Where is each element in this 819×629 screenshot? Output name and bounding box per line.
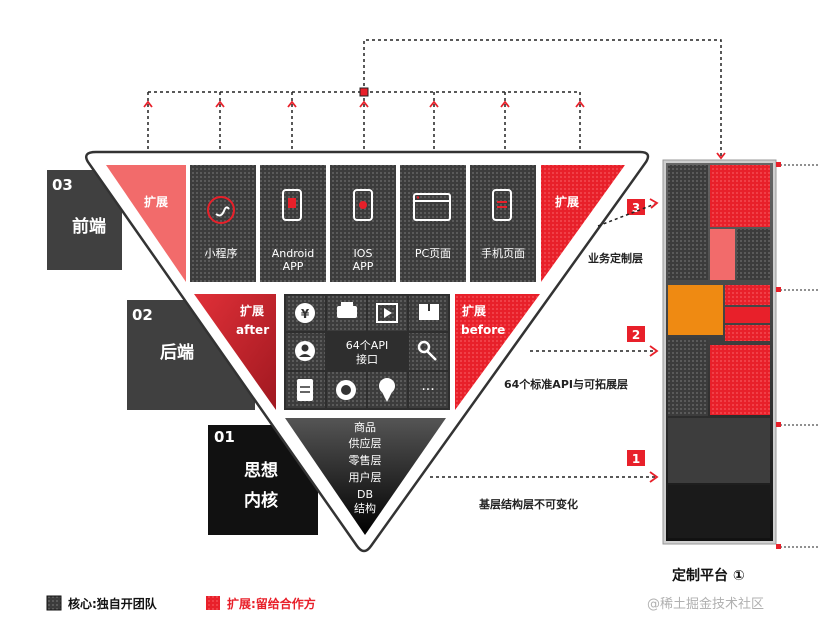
layer-back-title: 后端 [160,342,194,363]
front-extend-right [541,165,625,282]
annotation-3: 3 业务定制层 [588,198,659,265]
android-phone-icon-dot [288,198,296,208]
up-arrows [143,100,726,160]
layer-core-num: 01 [214,428,235,446]
front-tiles: 扩展 小程序 Android APP IOS APP PC页面 手机页面 扩展 [106,165,625,282]
annotation-3-text: 业务定制层 [588,251,643,265]
video-icon [376,303,398,323]
more-tile [409,372,448,408]
front-extend-left [106,165,186,282]
core-item-db: DB [357,488,373,501]
back-extend-before [455,294,540,410]
more-label: ··· [421,382,434,398]
layer-back-num: 02 [132,306,153,324]
user-icon-body [299,354,311,357]
mobile-phone-icon [492,189,512,221]
front-extend-left-label: 扩展 [144,194,168,209]
clipboard-icon [297,379,313,401]
back-tiles: 扩展 after ¥ 64个API 接口 · [194,294,540,410]
extend-after-label-2: after [236,323,269,337]
api-tile [327,333,407,370]
annotation-3-num: 3 [632,201,640,215]
pc-label: PC页面 [415,247,451,260]
android-label-1: Android [272,247,315,260]
layer-front-title: 前端 [72,216,106,237]
core-item-retail: 零售层 [349,453,382,467]
mini-program-label: 小程序 [205,246,238,260]
annotation-2-num: 2 [632,328,640,342]
android-phone-icon [282,189,302,221]
tile-android [260,165,326,282]
legend: 核心:独自开团队 扩展:留给合作方 [46,595,316,611]
extend-before-label-1: 扩展 [462,303,486,318]
support-icon-center [341,385,351,395]
core-item-supply: 供应层 [349,436,382,450]
core-layer [285,418,446,535]
annotation-1: 1 基层结构层不可变化 [430,450,659,511]
legend-extend-swatch [206,596,220,610]
user-icon-head [301,344,309,352]
core-item-user: 用户层 [349,470,382,484]
tile-mobile [470,165,536,282]
connector-tree [147,39,722,162]
connector-node [359,87,369,97]
mini-program-icon [207,196,235,224]
mobile-label: 手机页面 [481,246,525,260]
annotation-1-text: 基层结构层不可变化 [478,497,578,511]
mini-program-icon-glyph [215,206,230,217]
api-label-2: 接口 [356,353,378,366]
core-item-goods: 商品 [354,420,376,434]
pc-window-icon-dot [416,196,420,199]
api-label-1: 64个API [346,339,388,352]
layer-core-title-2: 内核 [244,490,278,511]
watermark: @稀土掘金技术社区 [647,596,764,612]
legend-core-swatch [46,595,62,611]
extend-after-label-1: 扩展 [240,303,264,318]
printer-icon-top [341,302,353,307]
annotation-2-text: 64个标准API与可拓展层 [504,377,628,391]
core-item-structure: 结构 [354,501,376,515]
printer-icon [337,306,357,318]
legend-extend-label: 扩展:留给合作方 [227,596,316,611]
yen-icon-glyph: ¥ [301,307,310,321]
ios-phone-icon-dot [359,201,367,209]
android-label-2: APP [283,260,304,273]
ios-phone-icon [353,189,373,221]
annotation-1-num: 1 [632,452,640,466]
custom-platform [662,159,819,549]
legend-core-label: 核心:独自开团队 [68,596,158,611]
layer-core-title-1: 思想 [244,460,278,481]
extend-before-label-2: before [461,323,505,337]
key-icon-shaft [426,350,437,361]
tile-ios [330,165,396,282]
box-icon [419,304,439,320]
yen-icon [295,303,315,323]
annotation-2: 2 64个标准API与可拓展层 [504,326,659,391]
back-extend-after [194,294,276,410]
tile-pc [400,165,466,282]
ios-label-2: APP [353,260,374,273]
badge-icon [379,378,395,394]
ios-label-1: IOS [354,247,373,260]
badge-icon-ribbon [382,392,392,402]
platform-caption: 定制平台 ① [672,567,745,584]
core-items: 商品 供应层 零售层 用户层 DB 结构 [349,420,382,515]
layer-front-num: 03 [52,176,73,194]
video-icon-play [384,308,392,318]
front-extend-right-label: 扩展 [555,194,579,209]
pc-window-icon [413,193,451,221]
key-icon [417,340,431,354]
